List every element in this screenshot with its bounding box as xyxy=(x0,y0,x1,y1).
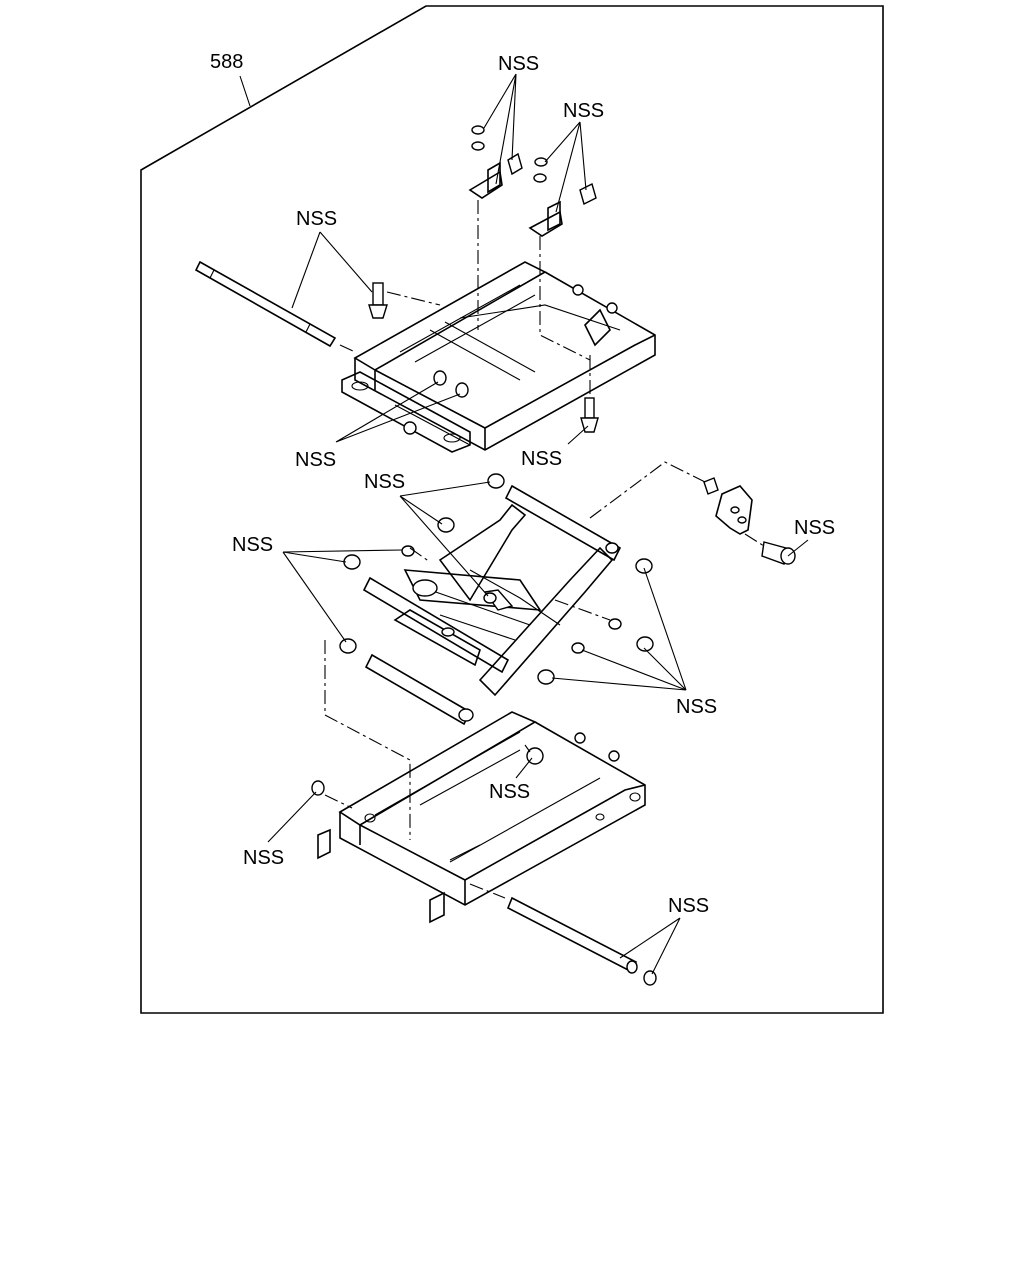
callout-5: NSS xyxy=(521,425,589,470)
svg-text:NSS: NSS xyxy=(243,847,284,869)
ring-lower-right xyxy=(643,970,657,986)
lower-base-frame xyxy=(317,711,646,924)
svg-text:NSS: NSS xyxy=(296,208,337,230)
bracket-top-left xyxy=(468,125,523,199)
svg-text:NSS: NSS xyxy=(521,448,562,470)
upper-slide-frame xyxy=(341,261,656,453)
callout-7: NSS xyxy=(787,517,835,557)
callout-10: NSS xyxy=(489,757,533,803)
callout-2: NSS xyxy=(544,100,604,213)
upper-bolt-right xyxy=(580,397,599,433)
svg-text:NSS: NSS xyxy=(489,781,530,803)
callout-6: NSS xyxy=(364,471,491,597)
callout-4: NSS xyxy=(295,381,461,471)
svg-text:NSS: NSS xyxy=(232,534,273,556)
bracket-top-right xyxy=(528,157,597,237)
svg-text:NSS: NSS xyxy=(563,100,604,122)
svg-text:NSS: NSS xyxy=(364,471,405,493)
svg-text:NSS: NSS xyxy=(295,449,336,471)
callout-9: NSS xyxy=(551,567,717,718)
hinge-plate xyxy=(703,477,796,565)
upper-bolt-left xyxy=(368,282,388,319)
svg-text:NSS: NSS xyxy=(676,696,717,718)
callout-1: NSS xyxy=(483,53,539,185)
ring-upper-b xyxy=(455,382,469,398)
diagram-frame xyxy=(140,5,884,1014)
callout-3: NSS xyxy=(291,208,373,309)
ring-lower-left xyxy=(311,780,325,796)
assembly-ref-label: 588 xyxy=(210,51,243,73)
upper-guide-rod xyxy=(194,260,337,348)
ring-upper-a xyxy=(433,370,447,386)
center-bolt xyxy=(483,589,514,611)
callout-12: NSS xyxy=(619,895,709,975)
assembly-ref-leader xyxy=(239,75,251,107)
svg-text:NSS: NSS xyxy=(794,517,835,539)
callout-8: NSS xyxy=(232,534,403,643)
bushings xyxy=(339,473,654,722)
callout-11: NSS xyxy=(243,791,317,869)
lower-guide-rod xyxy=(506,896,638,974)
scissor-mechanism xyxy=(362,484,622,726)
svg-text:NSS: NSS xyxy=(498,53,539,75)
svg-text:NSS: NSS xyxy=(668,895,709,917)
